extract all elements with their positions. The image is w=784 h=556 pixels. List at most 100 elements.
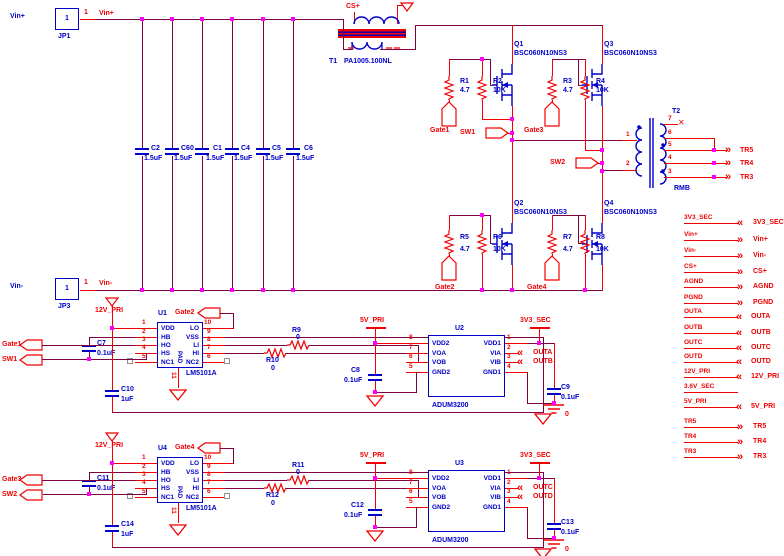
wire <box>449 59 491 60</box>
cap-ref: C8 <box>351 367 360 374</box>
earth-ground-icon <box>544 404 564 414</box>
junction-dot <box>712 175 716 179</box>
transformer-t2-icon <box>635 118 667 188</box>
resistor-r3-icon <box>546 76 558 100</box>
wire <box>309 480 418 481</box>
t2-pin-number: 3 <box>668 168 672 175</box>
capacitor-plate <box>135 153 149 155</box>
capacitor-plate <box>547 523 561 525</box>
ic-pin-name: VSS <box>185 469 199 476</box>
gate3-net-label: Gate3 <box>524 127 544 134</box>
net-flag-label[interactable]: PGND <box>753 299 774 306</box>
wire <box>406 353 428 354</box>
capacitor-plate <box>165 148 179 150</box>
ic-u2[interactable]: VDD2 VOA VOB GND2 VDD1 VIA VIB GND1 <box>428 335 505 397</box>
gate2-flag-icon[interactable] <box>196 307 221 319</box>
wire <box>172 156 173 290</box>
wire <box>380 49 415 50</box>
cap-ref: C14 <box>121 521 134 528</box>
connector-jp1[interactable] <box>55 8 79 30</box>
net-flag-label[interactable]: TR4 <box>753 438 767 445</box>
net-flag-label[interactable]: OUTD <box>751 358 771 365</box>
net-arrow-in-icon: « <box>736 371 742 383</box>
cap-ref: C13 <box>561 519 574 526</box>
net-arrow-out-icon: » <box>725 144 731 156</box>
cap-ref: C11 <box>97 475 110 482</box>
ic-pin-name: VIA <box>490 485 501 492</box>
wire <box>112 441 113 463</box>
outb-net-label: OUTB <box>533 358 553 365</box>
wire <box>233 448 234 464</box>
net-flag-label[interactable]: Vin+ <box>753 236 768 243</box>
wire <box>585 215 586 230</box>
net-arrow-out-icon: » <box>737 421 743 433</box>
wire <box>415 25 603 26</box>
r3-refdes: R3 <box>563 78 572 85</box>
net-flag-label[interactable]: TR5 <box>753 423 767 430</box>
ic-pin-name: VOA <box>432 485 447 492</box>
net-flag-label[interactable]: TR3 <box>753 453 767 460</box>
r11-refdes: R11 <box>292 462 305 469</box>
net-flag-label[interactable]: 5V_PRI <box>751 403 776 410</box>
junction-dot <box>140 288 144 292</box>
wire <box>95 290 603 291</box>
connector-jp3[interactable] <box>55 278 79 300</box>
gate3-flag-icon[interactable] <box>544 101 560 127</box>
ic-pin-name: VDD <box>161 460 175 467</box>
wire <box>684 333 738 334</box>
wire <box>112 463 113 525</box>
ic-u4[interactable]: VDD HB HO HS NC1 LO VSS LI HI NC2 PAD <box>157 457 203 503</box>
wire <box>527 403 555 404</box>
ic-u3[interactable]: VDD2 VOA VOB GND2 VDD1 VIA VIB GND1 <box>428 470 505 532</box>
r10-value: 0 <box>271 365 275 372</box>
junction-dot <box>261 288 265 292</box>
ic-pin-name: HS <box>161 350 171 357</box>
wire <box>585 59 586 76</box>
ic-pad-pin-number: 11 <box>170 507 177 514</box>
sw2-flag-icon[interactable] <box>575 157 600 169</box>
net-flag-label[interactable]: OUTA <box>751 313 771 320</box>
r7-refdes: R7 <box>563 234 572 241</box>
net-flag-label[interactable]: OUTB <box>751 329 771 336</box>
wire <box>406 343 428 344</box>
ic-pin-number: 8 <box>207 471 211 478</box>
capacitor-plate <box>82 350 96 352</box>
junction-dot <box>200 17 204 21</box>
net-flag-label[interactable]: OUTC <box>751 344 771 351</box>
net-flag-label[interactable]: 12V_PRI <box>751 373 780 380</box>
gate2-flag-icon[interactable] <box>441 255 457 281</box>
net-arrow-in-icon: « <box>737 217 743 229</box>
gate1-flag-icon[interactable] <box>18 339 43 351</box>
ic-pin-name: VOB <box>432 494 447 501</box>
wire <box>684 377 738 378</box>
net-flag-label[interactable]: Vin- <box>753 252 767 259</box>
gate4-flag-icon[interactable] <box>196 442 221 454</box>
wire <box>343 19 344 50</box>
ic-pin-number: 10 <box>204 454 212 461</box>
capacitor-plate <box>165 153 179 155</box>
net-name: 5V_PRI <box>684 398 707 405</box>
ic-u1[interactable]: VDD HB HO HS NC1 LO VSS LI HI NC2 PAD <box>157 322 203 368</box>
wire <box>527 507 528 539</box>
wire <box>578 85 582 86</box>
sw1-flag-icon[interactable] <box>485 127 510 139</box>
wire <box>505 478 527 479</box>
net-flag-label[interactable]: AGND <box>753 283 774 290</box>
wire <box>112 328 113 390</box>
wire <box>490 59 491 85</box>
wire <box>225 472 543 473</box>
wire <box>406 372 428 373</box>
net-flag-label[interactable]: 3V3_SEC <box>753 219 784 226</box>
wire <box>178 503 179 523</box>
resistor-r8-icon <box>579 230 591 254</box>
sw2-flag-icon[interactable] <box>18 489 43 501</box>
ground-icon <box>533 413 553 426</box>
sw1-flag-icon[interactable] <box>18 354 43 366</box>
wire <box>416 372 417 393</box>
gate4-flag-icon[interactable] <box>544 255 560 281</box>
gate1-flag-icon[interactable] <box>441 101 457 127</box>
net-flag-label[interactable]: CS+ <box>753 268 767 275</box>
junction-dot <box>170 288 174 292</box>
gate3-flag-icon[interactable] <box>18 474 43 486</box>
r1-value: 4.7 <box>460 87 470 94</box>
